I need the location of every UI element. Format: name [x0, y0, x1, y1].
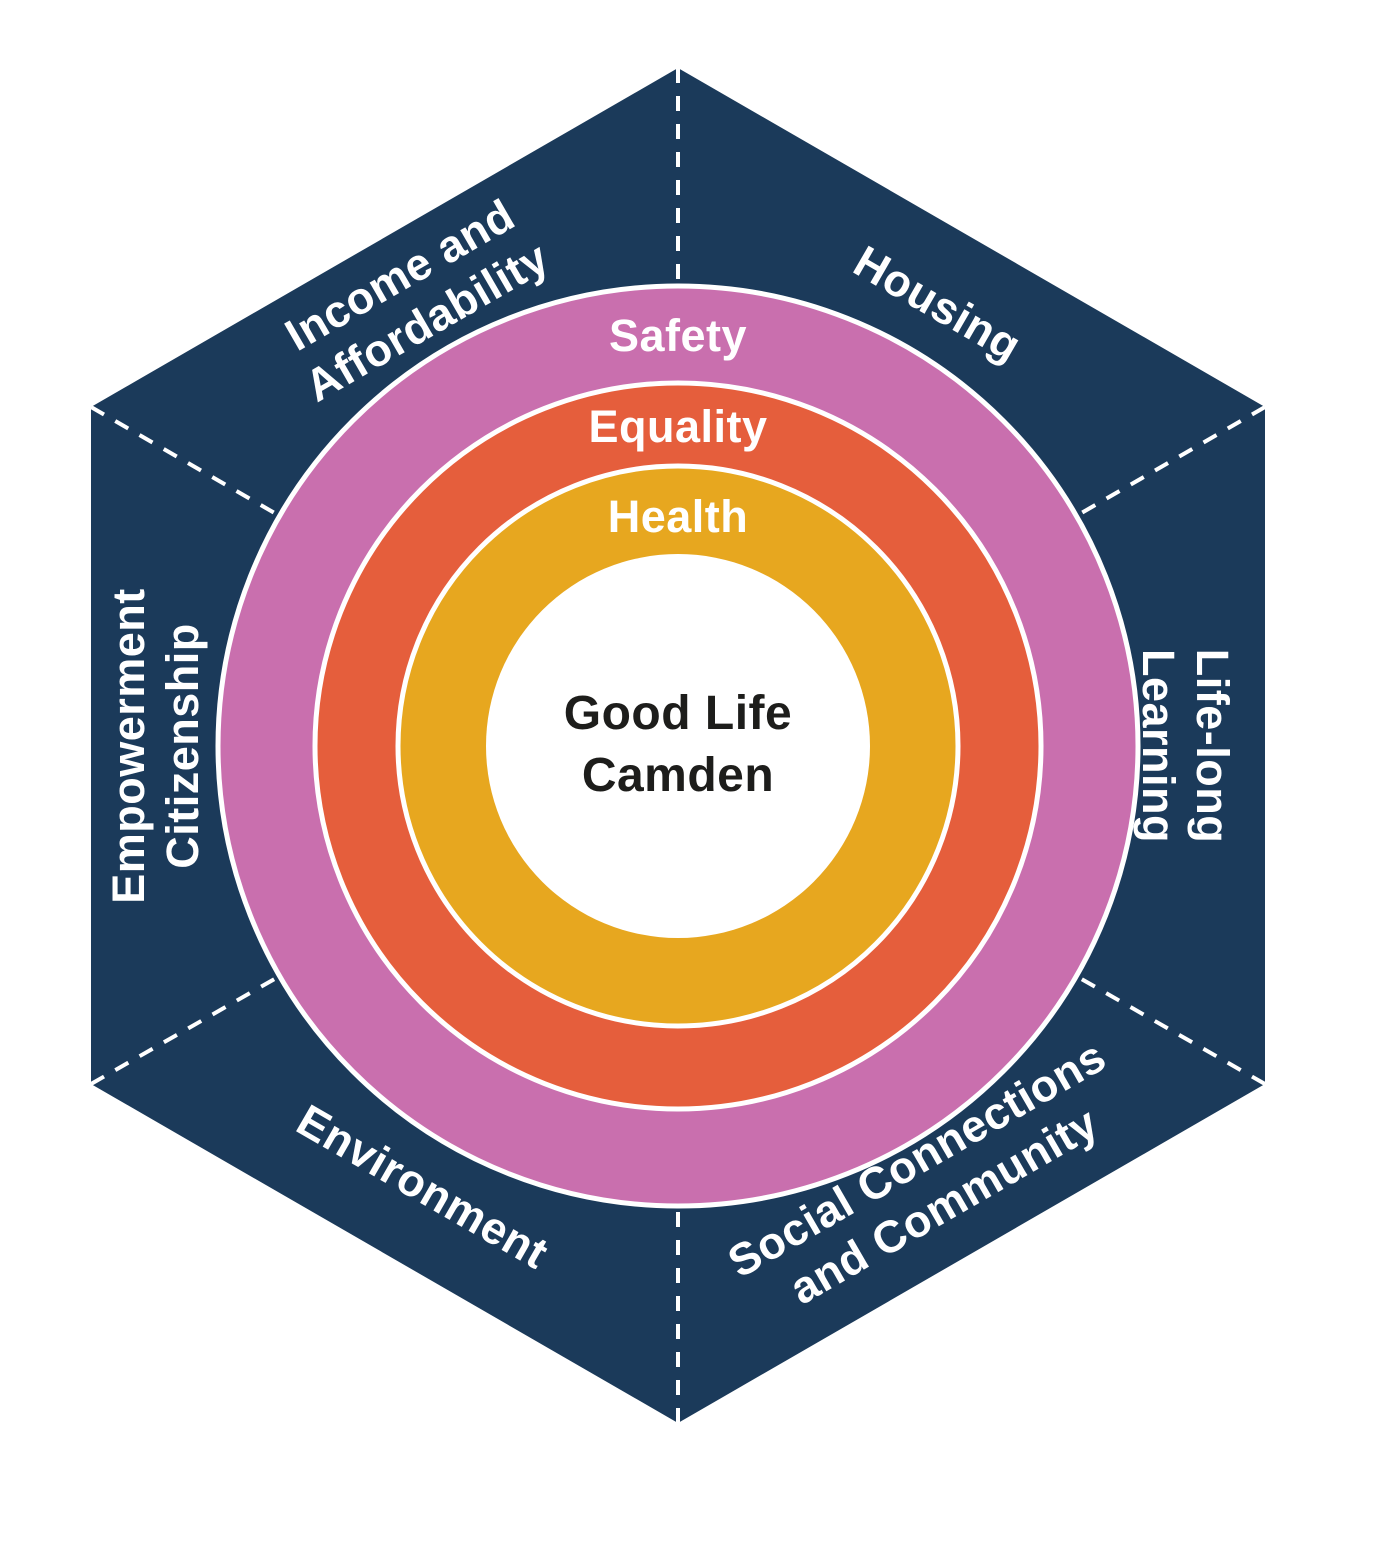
segment-label-lifelong-learning: Life-long Learning: [1133, 649, 1238, 843]
divider-dashed-line-bottom-right: [1077, 975, 1266, 1086]
segment-label-empowerment-line1: Empowerment: [103, 588, 154, 904]
ring-label-equality: Equality: [588, 401, 767, 452]
segment-label-empowerment-citizenship: Empowerment Citizenship: [103, 588, 208, 904]
ring-label-safety: Safety: [609, 310, 747, 361]
divider-dashed-line-top-right: [1076, 405, 1267, 517]
center-title-line1: Good Life: [564, 687, 792, 740]
segment-label-lifelong-line1: Life-long: [1187, 649, 1238, 843]
center-title-line2: Camden: [582, 749, 774, 802]
segment-label-empowerment-line2: Citizenship: [157, 623, 208, 869]
ring-label-health: Health: [608, 491, 749, 542]
divider-dashed-line-bottom-left: [90, 975, 279, 1086]
center-circle: [486, 554, 870, 938]
divider-dashed-line-top-left: [89, 405, 280, 517]
segment-label-lifelong-line2: Learning: [1133, 649, 1184, 843]
